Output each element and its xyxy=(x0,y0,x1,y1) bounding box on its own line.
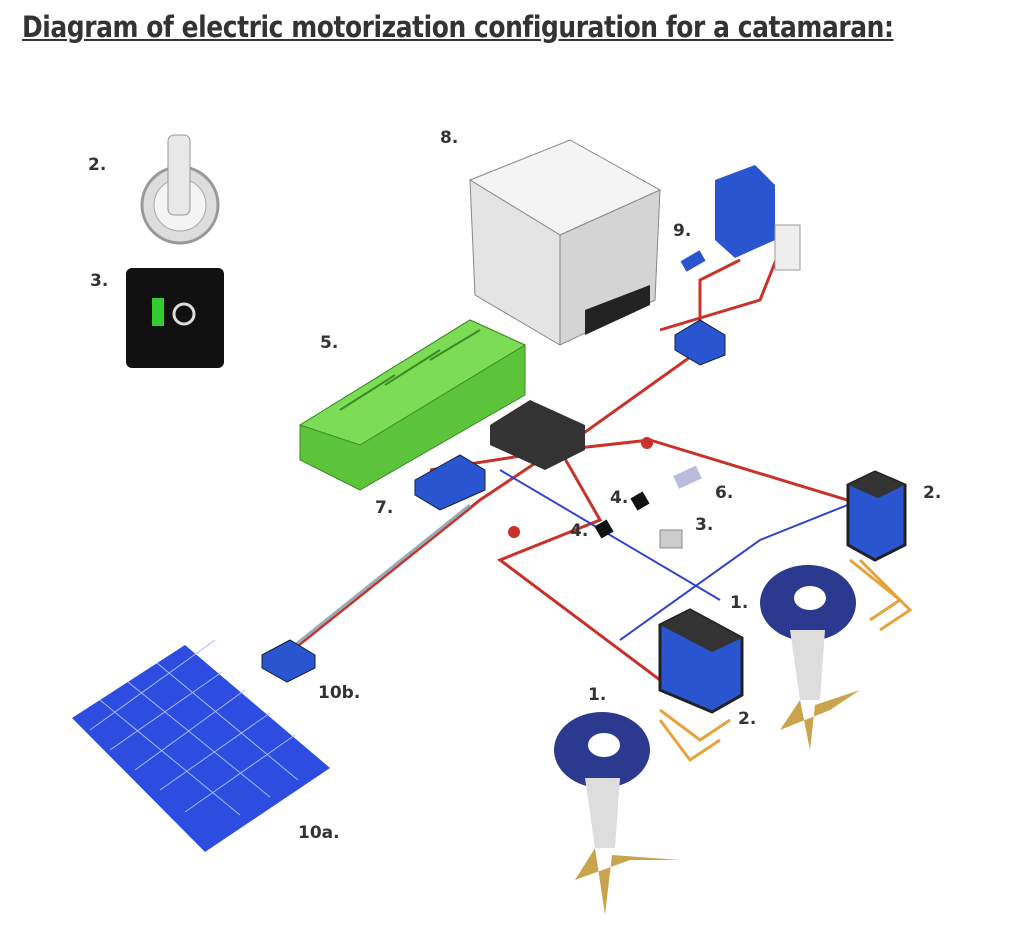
motor-controller-icon xyxy=(658,470,907,714)
throttle-lever-icon xyxy=(140,134,220,245)
distribution-box-icon xyxy=(490,400,585,470)
page-title: Diagram of electric motorization configu… xyxy=(22,10,894,44)
label-charger: 9. xyxy=(673,221,691,241)
label-display-left: 3. xyxy=(90,271,108,291)
fuse-icon xyxy=(508,437,702,549)
battery-switch-icon xyxy=(414,454,486,511)
label-solar-controller: 10b. xyxy=(318,683,360,703)
label-battery-switch: 7. xyxy=(375,498,393,518)
generator-icon xyxy=(468,139,662,346)
label-fuse-b: 4. xyxy=(570,521,588,541)
label-generator: 8. xyxy=(440,128,458,148)
label-controller-left: 2. xyxy=(738,709,756,729)
label-fuse-a: 4. xyxy=(610,488,628,508)
label-batteries: 5. xyxy=(320,333,338,353)
label-motor-left: 1. xyxy=(588,685,606,705)
display-panel-icon xyxy=(126,268,224,368)
solar-panel-icon xyxy=(72,639,330,852)
label-hub: 6. xyxy=(715,483,733,503)
label-throttle-left: 2. xyxy=(88,155,106,175)
label-motor-right: 1. xyxy=(730,593,748,613)
electric-motor-icon xyxy=(554,565,860,915)
label-controller-right: 2. xyxy=(923,483,941,503)
label-solar-panel: 10a. xyxy=(298,823,340,843)
solar-charge-controller-icon xyxy=(261,639,316,683)
battery-bank-icon xyxy=(298,319,527,491)
charger-icon xyxy=(674,165,801,366)
label-display-right: 3. xyxy=(695,515,713,535)
